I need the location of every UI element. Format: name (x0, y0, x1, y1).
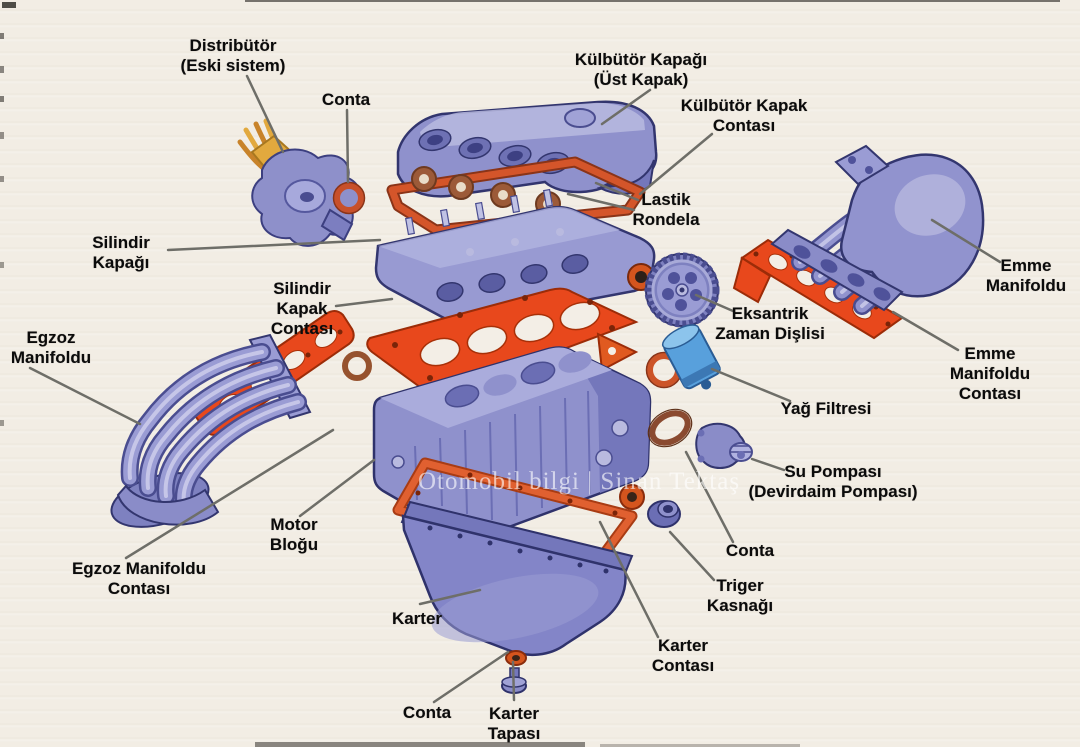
leader-exhaust-manifold-gasket (124, 428, 335, 560)
timing-pulley-part (647, 500, 681, 528)
leader-valve-cover (600, 88, 652, 126)
label-timing-pulley: Triger Kasnağı (706, 576, 774, 616)
leader-oil-pan-gasket (598, 520, 660, 639)
leader-conta-bottom (432, 650, 510, 704)
leader-conta-top (345, 108, 350, 184)
scan-mark (0, 33, 4, 39)
watermark-text: Otomobil bilgi | Sinan Tektaş (418, 468, 741, 495)
label-cylinder-head: Silindir Kapağı (92, 233, 150, 273)
label-head-gasket: Silindir Kapak Contası (270, 279, 334, 339)
label-oil-filter: Yağ Filtresi (780, 399, 872, 418)
distributor-part (237, 118, 361, 247)
leader-valve-cover-gasket (638, 132, 714, 196)
leader-intake-manifold (930, 218, 1002, 264)
label-rubber-washer: Lastik Rondela (632, 190, 700, 230)
leader-rubber-washer-1 (594, 181, 640, 202)
scan-mark (0, 66, 4, 73)
label-conta-mid: Conta (725, 541, 775, 560)
leader-conta-mid (684, 450, 735, 544)
orange-bracket-part (596, 332, 639, 372)
label-conta-bottom: Conta (402, 703, 452, 722)
leader-oil-filter (710, 367, 792, 403)
scan-mark (245, 0, 1060, 2)
leader-cylinder-head (166, 238, 382, 252)
leader-intake-manifold-gasket (891, 310, 960, 352)
oil-filter-part (645, 324, 721, 390)
label-exhaust-manifold: Egzoz Manifoldu (10, 328, 92, 368)
leader-oil-pan (418, 588, 482, 606)
conta-bottom-part (505, 650, 527, 666)
scan-mark (2, 2, 16, 8)
scan-mark (0, 96, 4, 102)
valve-cover-part (396, 100, 658, 198)
label-valve-cover-gasket: Külbütör Kapak Contası (680, 96, 808, 136)
conta-mid-part (647, 408, 693, 448)
leader-exhaust-manifold (28, 366, 142, 426)
water-pump-part (695, 422, 753, 469)
scan-mark (255, 742, 585, 747)
leader-head-gasket (334, 297, 394, 308)
rear-seal-part (619, 484, 645, 510)
head-gasket-part (342, 287, 639, 396)
label-engine-block: Motor Bloğu (269, 515, 319, 555)
label-drain-plug: Karter Tapası (487, 704, 541, 744)
scan-mark (600, 744, 800, 747)
scan-mark (0, 420, 4, 426)
scan-mark (0, 262, 4, 268)
exhaust-manifold-part (110, 333, 312, 528)
seal-ring-brown-part (342, 351, 372, 381)
leader-water-pump (750, 457, 786, 472)
label-cam-timing-gear: Eksantrik Zaman Dişlisi (715, 304, 825, 344)
intake-manifold-part (770, 144, 985, 315)
cam-timing-gear-part (644, 252, 720, 328)
leader-rubber-washer-2 (566, 192, 636, 212)
label-exhaust-manifold-gasket: Egzoz Manifoldu Contası (71, 559, 207, 599)
scan-mark (0, 132, 4, 139)
label-conta-top: Conta (321, 90, 371, 109)
label-intake-manifold-gasket: Emme Manifoldu Contası (949, 344, 1031, 404)
leader-distributor (245, 74, 285, 154)
leader-lines (28, 74, 1002, 704)
label-oil-pan: Karter (391, 609, 443, 628)
leader-timing-pulley (668, 530, 716, 582)
label-intake-manifold: Emme Manifoldu (985, 256, 1067, 296)
scan-mark (0, 176, 4, 182)
leader-engine-block (298, 458, 376, 518)
label-oil-pan-gasket: Karter Contası (651, 636, 715, 676)
label-distributor: Distribütör (Eski sistem) (180, 36, 286, 76)
label-valve-cover: Külbütör Kapağı (Üst Kapak) (574, 50, 708, 90)
leader-drain-plug (511, 660, 516, 702)
label-water-pump: Su Pompası (Devirdaim Pompası) (748, 462, 918, 502)
cylinder-head-part (374, 188, 656, 324)
leader-cam-timing-gear (694, 293, 735, 313)
